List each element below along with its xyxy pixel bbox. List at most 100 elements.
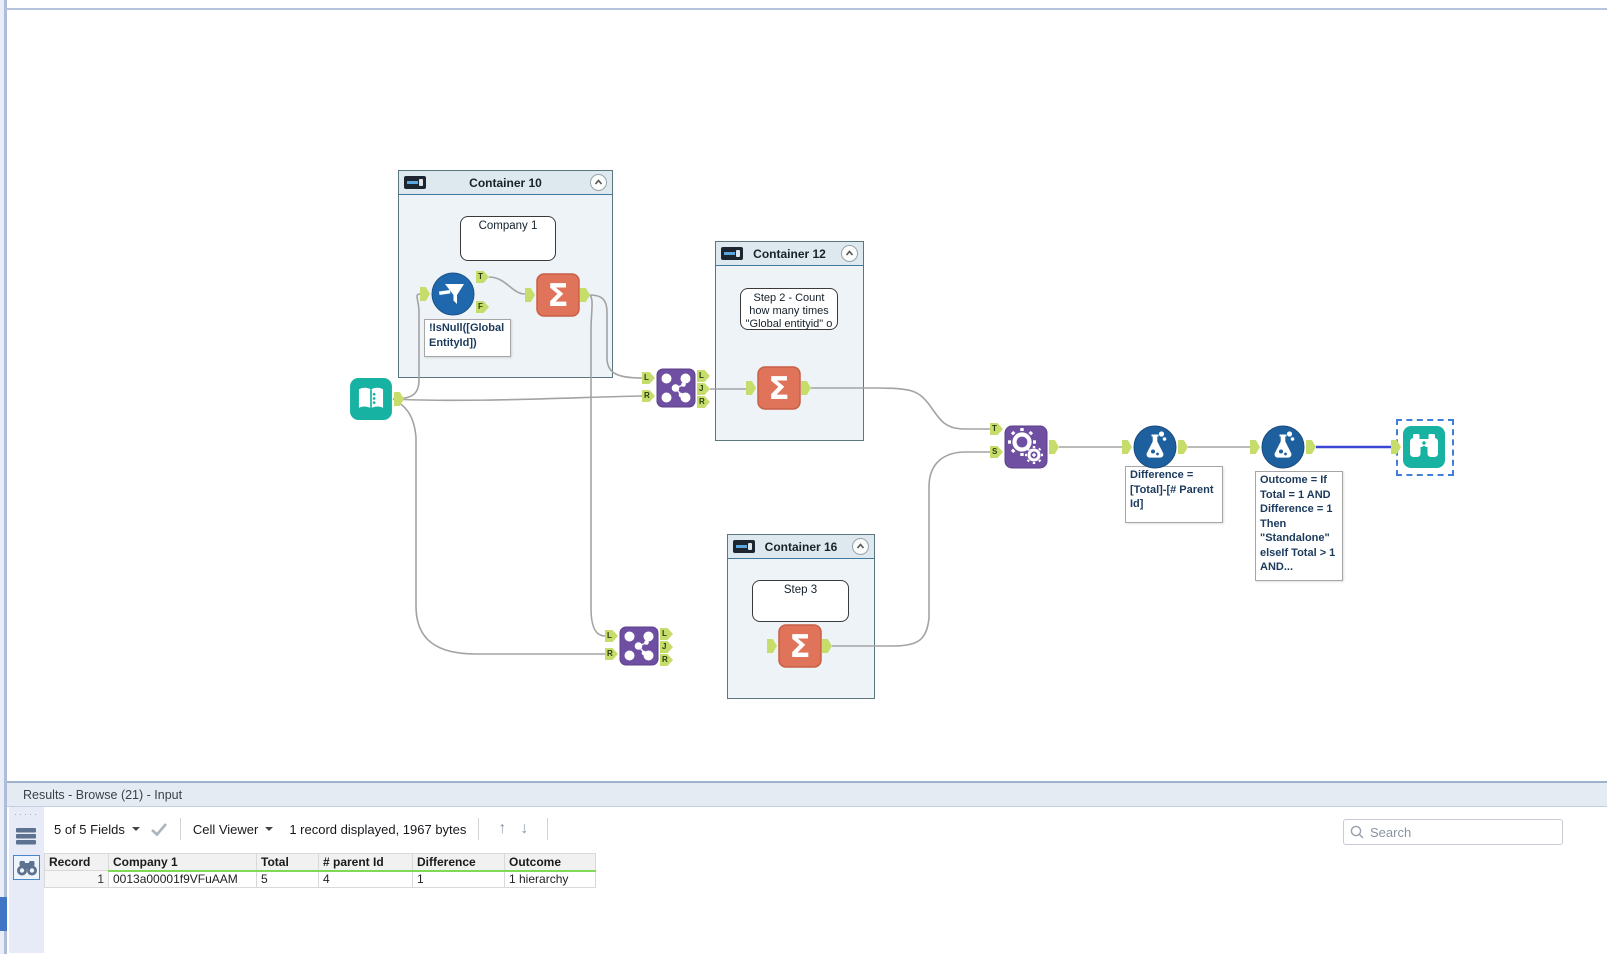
- collapse-button[interactable]: [852, 538, 869, 555]
- cell-parent-id[interactable]: 4: [318, 870, 413, 888]
- toolbar-separator: [179, 818, 181, 840]
- container-16-header[interactable]: Container 16: [728, 535, 874, 559]
- summarize2-output-anchor[interactable]: [801, 381, 811, 395]
- binoculars-icon: [16, 860, 37, 875]
- anchor-letter: R: [662, 655, 668, 664]
- tool-summarize-2[interactable]: Σ: [757, 366, 801, 415]
- filter-input-anchor[interactable]: [420, 287, 430, 301]
- annotation-filter-expression[interactable]: !IsNull([Global EntityId]): [424, 319, 511, 357]
- summarize2-input-anchor[interactable]: [746, 381, 756, 395]
- append-output-anchor[interactable]: [1049, 440, 1059, 454]
- join2-output-join-anchor[interactable]: J: [660, 641, 673, 653]
- tool-append-fields[interactable]: [1004, 425, 1048, 474]
- column-header-parent-id[interactable]: # parent Id: [318, 853, 413, 872]
- wire-input-to-join1-r[interactable]: [392, 395, 643, 402]
- join2-input-right-anchor[interactable]: R: [605, 648, 618, 660]
- summarize-icon: Σ: [536, 273, 580, 317]
- join2-output-left-anchor[interactable]: L: [660, 628, 673, 640]
- join-icon: [656, 368, 696, 408]
- summarize1-input-anchor[interactable]: [525, 288, 535, 302]
- formula1-input-anchor[interactable]: [1122, 440, 1132, 454]
- results-panel: Results - Browse (21) - Input ·····: [7, 781, 1607, 954]
- wire-summarize2-to-append-t[interactable]: [811, 387, 990, 430]
- wire-summarize3-to-append-s[interactable]: [832, 451, 990, 647]
- comment-step3[interactable]: Step 3: [752, 580, 849, 622]
- cell-outcome[interactable]: 1 hierarchy: [504, 870, 596, 888]
- cell-record[interactable]: 1: [44, 870, 109, 888]
- column-header-company1[interactable]: Company 1: [108, 853, 257, 872]
- wire-summarize1-to-join2-l[interactable]: [589, 294, 606, 637]
- tool-summarize-3[interactable]: Σ: [778, 624, 822, 673]
- container-10-header[interactable]: Container 10: [399, 171, 612, 195]
- join1-input-right-anchor[interactable]: R: [642, 390, 655, 402]
- apply-checkmark-icon[interactable]: [150, 822, 168, 837]
- column-header-difference[interactable]: Difference: [412, 853, 505, 872]
- column-header-outcome[interactable]: Outcome: [504, 853, 596, 872]
- results-panel-header[interactable]: Results - Browse (21) - Input: [7, 781, 1607, 807]
- scrollbar-fragment[interactable]: [0, 897, 9, 931]
- container-toggle-icon[interactable]: [733, 540, 755, 553]
- summarize3-output-anchor[interactable]: [822, 639, 832, 653]
- formula1-output-anchor[interactable]: [1178, 440, 1188, 454]
- tool-formula-1[interactable]: [1133, 425, 1177, 474]
- results-header-row: Record Company 1 Total # parent Id Diffe…: [44, 853, 596, 872]
- wire-filter-t-to-summarize1[interactable]: [488, 276, 526, 295]
- summarize1-output-anchor[interactable]: [580, 288, 590, 302]
- tool-formula-2[interactable]: [1261, 425, 1305, 474]
- tool-browse[interactable]: [1402, 425, 1446, 474]
- formula2-output-anchor[interactable]: [1306, 440, 1316, 454]
- join2-output-right-anchor[interactable]: R: [660, 654, 673, 666]
- input-output-anchor[interactable]: [394, 392, 404, 406]
- collapse-button[interactable]: [841, 245, 858, 262]
- tool-join-2[interactable]: [619, 626, 659, 671]
- arrow-down-icon[interactable]: ↓: [520, 820, 529, 837]
- formula2-input-anchor[interactable]: [1250, 440, 1260, 454]
- join1-input-left-anchor[interactable]: L: [642, 372, 655, 384]
- wire-input-to-filter[interactable]: [392, 293, 421, 400]
- anchor-letter: F: [478, 302, 483, 311]
- cell-viewer-dropdown[interactable]: Cell Viewer: [192, 821, 259, 837]
- container-toggle-icon[interactable]: [721, 247, 743, 260]
- container-12-header[interactable]: Container 12: [716, 242, 863, 266]
- comment-company1[interactable]: Company 1: [460, 216, 556, 261]
- browse-input-anchor[interactable]: [1391, 440, 1401, 454]
- metadata-view-button[interactable]: [13, 824, 40, 849]
- fields-dropdown[interactable]: 5 of 5 Fields: [54, 821, 125, 837]
- container-toggle-icon[interactable]: [404, 176, 426, 189]
- search-input[interactable]: [1343, 819, 1563, 845]
- workflow-canvas[interactable]: Container 10 Container 12 Container 16: [0, 0, 1607, 781]
- browse-view-button[interactable]: [13, 855, 40, 880]
- filter-false-anchor[interactable]: F: [476, 301, 489, 313]
- cell-company1[interactable]: 0013a00001f9VFuAAM: [108, 870, 257, 888]
- tool-filter[interactable]: [431, 272, 475, 321]
- join1-output-left-anchor[interactable]: L: [697, 370, 710, 382]
- chevron-down-icon[interactable]: [131, 827, 140, 831]
- anchor-letter: R: [699, 397, 705, 406]
- wire-summarize1-to-join1-l[interactable]: [589, 294, 643, 379]
- results-search: [1343, 819, 1563, 845]
- arrow-up-icon[interactable]: ↑: [498, 820, 507, 837]
- append-target-anchor[interactable]: T: [990, 423, 1003, 435]
- join1-output-join-anchor[interactable]: J: [697, 383, 710, 395]
- cell-total[interactable]: 5: [256, 870, 319, 888]
- annotation-outcome-formula[interactable]: Outcome = If Total = 1 AND Difference = …: [1255, 471, 1343, 581]
- collapse-button[interactable]: [590, 174, 607, 191]
- join1-output-right-anchor[interactable]: R: [697, 396, 710, 408]
- summarize3-input-anchor[interactable]: [767, 639, 777, 653]
- wire-input-to-join2-r[interactable]: [392, 398, 605, 655]
- filter-true-anchor[interactable]: T: [476, 271, 489, 283]
- tool-join-1[interactable]: [656, 368, 696, 413]
- tool-container-16[interactable]: Container 16: [727, 534, 875, 699]
- tool-summarize-1[interactable]: Σ: [536, 273, 580, 322]
- cell-difference[interactable]: 1: [412, 870, 505, 888]
- append-source-anchor[interactable]: S: [990, 446, 1003, 458]
- column-header-total[interactable]: Total: [256, 853, 319, 872]
- join2-input-left-anchor[interactable]: L: [605, 630, 618, 642]
- drag-grip-icon[interactable]: ·····: [14, 809, 39, 819]
- annotation-difference-formula[interactable]: Difference = [Total]-[# Parent Id]: [1125, 466, 1223, 523]
- chevron-down-icon[interactable]: [265, 827, 274, 831]
- column-header-record[interactable]: Record: [44, 853, 109, 871]
- tool-input-data[interactable]: [349, 377, 393, 426]
- comment-step2[interactable]: Step 2 - Count how many times "Global en…: [740, 288, 838, 330]
